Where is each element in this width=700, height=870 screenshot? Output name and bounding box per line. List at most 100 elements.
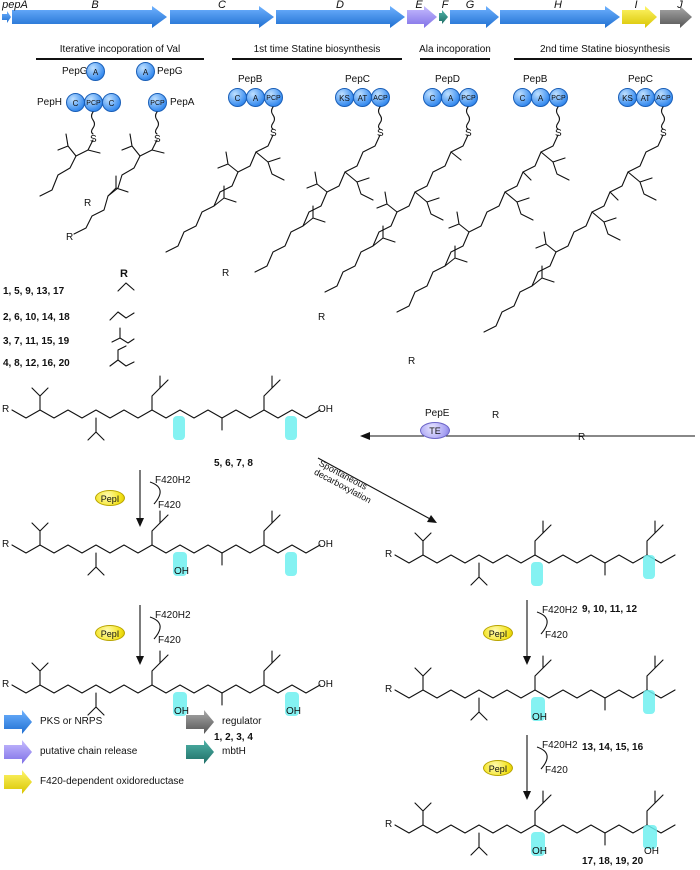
gene-C-arrow [170,6,274,28]
cofactor-in-1: F420H2 [155,475,191,486]
mol-1-R: R [2,679,10,690]
mol-13-16-backbone [394,689,676,699]
protein-pepA-label: PepA [170,97,195,108]
struct-pepB2-chain [396,134,559,313]
arrow-curve-4 [536,746,548,770]
cofactor-in-2: F420H2 [155,610,191,621]
gene-label-E: E [415,0,423,11]
struct-pepB-side [213,151,285,207]
struct-pepD-side [372,151,462,247]
struct-val1-side [57,133,77,157]
gene-label-F: F [441,0,449,11]
tether-pepC [377,106,383,130]
highlight-1-oh-2 [285,692,299,716]
cofactor-in-4: F420H2 [542,740,578,751]
cofactor-out-2: F420 [158,635,181,646]
domain-TE-pepE: TE [420,422,450,439]
mol-13-16-side [414,655,664,721]
gene-label-pepA: pepA [2,0,28,11]
mol-a-OH: OH [318,539,333,550]
highlight-17-oh-2 [643,825,657,849]
domain-ACP-pepC-2: ACP [654,88,673,107]
domain-A-pepG-2: A [136,62,155,81]
mol-5-OH: OH [318,404,333,415]
mol-5-8-side [31,375,281,441]
tether-pepA [154,111,160,135]
section-statine1: 1st time Statine biosynthesis [253,44,381,55]
gene-pepA-arrow [2,11,11,23]
atom-S-pepB-2: S [555,128,562,139]
tether-pepH [90,111,96,135]
highlight-9-ketone-1 [531,562,543,586]
atom-R-pepB-2: R [492,410,500,421]
gene-cluster [2,6,692,28]
mol-a-side [31,510,281,576]
protein-pepG-label: PepG [62,66,88,77]
cofactor-out-4: F420 [545,765,568,776]
compound-label-1-4: 1, 2, 3, 4 [214,732,253,743]
protein-pepD-label: PepD [435,74,461,85]
atom-R-pepB: R [222,268,230,279]
section-statine1-bar [232,58,402,60]
mol-13-R: R [385,684,393,695]
domain-PCP-pepB-2: PCP [549,88,568,107]
enzyme-pepI-3: PepI [483,625,513,641]
mol-a-backbone [11,544,321,554]
section-ala: Ala incoporation [419,44,491,55]
cofactor-out-1: F420 [158,500,181,511]
enzyme-pepI-4: PepI [483,760,513,776]
atom-S-pepB: S [270,128,277,139]
section-ala-bar [420,58,490,60]
tether-pepB [270,106,276,130]
mol-1-OH: OH [318,679,333,690]
mol-17-oh-label-1: OH [532,846,547,857]
mol-5-8-backbone [11,409,321,419]
struct-val1-chain [39,139,94,197]
tether-pepC-2 [660,106,666,130]
gene-label-C: C [218,0,226,11]
r-table-row-4: 4, 8, 12, 16, 20 [3,358,70,369]
domain-PCP-pepB: PCP [264,88,283,107]
gene-J-arrow [660,6,692,28]
protein-pepC-label-2: PepC [628,74,654,85]
struct-pepB2-side [444,151,570,267]
mol-13-oh-label: OH [532,712,547,723]
legend-arrow-f420 [4,770,32,794]
gene-B-arrow [12,6,167,28]
arrow-curve-1 [149,481,161,505]
highlight-1-oh-1 [173,692,187,716]
gene-F-arrow [439,10,448,24]
struct-val2-side [107,133,141,197]
arrowhead-down-4 [523,791,531,800]
cofactor-in-3: F420H2 [542,605,578,616]
legend-arrow-regulator [186,710,214,734]
domain-PCP-pepA: PCP [148,93,167,112]
compound-label-17-20: 17, 18, 19, 20 [582,856,644,867]
legend-label-release: putative chain release [40,746,138,757]
mol-1-oh-label-2: OH [286,706,301,717]
struct-pepC2-side [531,171,657,287]
legend-label-pks: PKS or NRPS [40,716,103,727]
arrow-curve-3 [536,611,548,635]
compound-label-5-8: 5, 6, 7, 8 [214,458,253,469]
gene-label-J: J [677,0,683,11]
r-table-row-1: 1, 5, 9, 13, 17 [3,286,65,297]
atom-R-val1: R [84,198,92,209]
mol-17-R: R [385,819,393,830]
mol-9-12-backbone [394,554,676,564]
atom-S-pepD: S [465,128,472,139]
struct-pepD-chain [324,134,469,293]
highlight-17-oh-1 [531,832,545,856]
atom-R-pepC-2: R [578,432,586,443]
struct-val2-co [151,149,165,154]
tether-pepD [465,106,471,130]
highlight-13-oh [531,697,545,721]
r-group-1 [117,282,135,292]
gene-E-arrow [407,6,437,28]
protein-pepG-label-2: PepG [157,66,183,77]
gene-label-B: B [91,0,99,11]
arrowhead-down-2 [136,656,144,665]
gene-label-H: H [554,0,562,11]
atom-S-pepH: S [90,134,97,145]
